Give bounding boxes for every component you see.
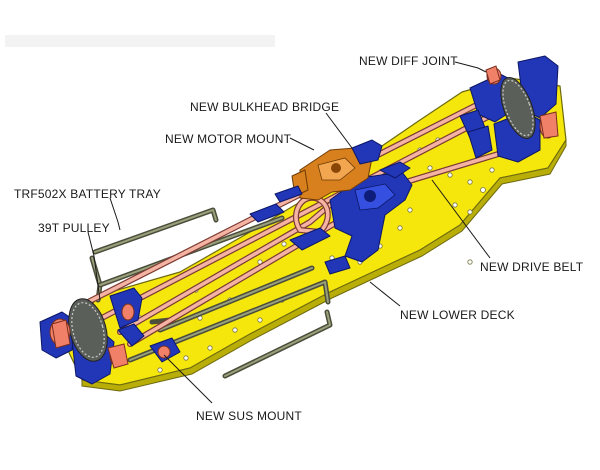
leader-sus-mount xyxy=(163,354,213,404)
leader-39t-pulley xyxy=(87,231,101,301)
leader-lines xyxy=(87,61,491,404)
diff-assembly xyxy=(459,55,559,163)
label-sus-mount: NEW SUS MOUNT xyxy=(196,409,302,423)
leader-drive-belt xyxy=(431,179,491,259)
leader-motor-mount xyxy=(289,137,315,151)
front-pulley-assembly xyxy=(39,287,181,385)
leader-battery-tray xyxy=(109,197,121,231)
leader-bulkhead-bridge xyxy=(325,112,353,149)
label-battery-tray: TRF502X BATTERY TRAY xyxy=(14,187,161,201)
leader-diff-joint xyxy=(454,61,487,73)
label-39t-pulley: 39T PULLEY xyxy=(38,221,110,235)
label-bulkhead-bridge: NEW BULKHEAD BRIDGE xyxy=(190,100,339,114)
battery-tray xyxy=(89,207,333,379)
leader-lower-deck xyxy=(369,281,401,307)
background-smudge xyxy=(5,35,275,47)
callout-labels: NEW DIFF JOINT NEW BULKHEAD BRIDGE NEW M… xyxy=(14,54,584,423)
motor-mount xyxy=(289,161,413,275)
label-drive-belt: NEW DRIVE BELT xyxy=(480,260,584,274)
label-diff-joint: NEW DIFF JOINT xyxy=(359,54,458,68)
label-lower-deck: NEW LOWER DECK xyxy=(400,308,515,322)
label-motor-mount: NEW MOTOR MOUNT xyxy=(165,132,292,146)
bulkhead-blocks xyxy=(249,139,383,223)
